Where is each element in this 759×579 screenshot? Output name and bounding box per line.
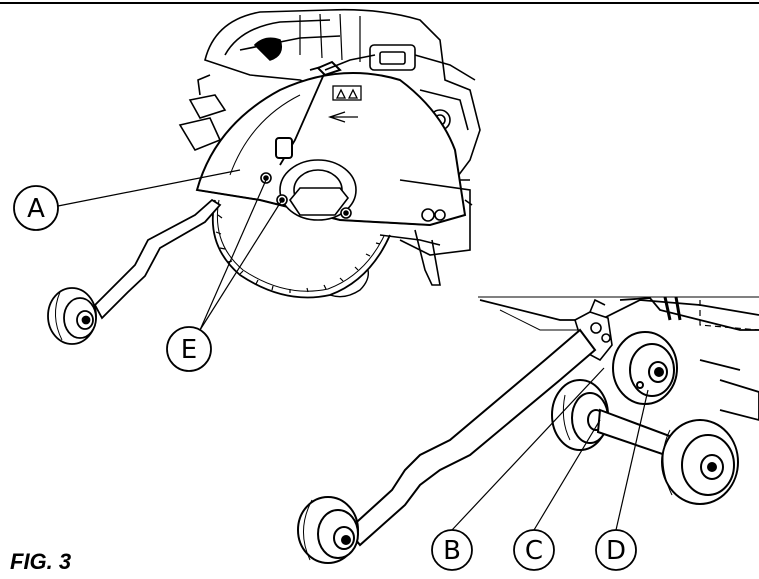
pointer-arm-detail (346, 328, 597, 547)
callout-d-label: D (606, 536, 626, 566)
warning-labels (327, 85, 362, 123)
pointer-arm-top (93, 198, 222, 320)
detail-frame (478, 296, 759, 421)
leader-d (615, 389, 649, 531)
frame-right (379, 179, 473, 286)
leader-a (57, 169, 241, 207)
guide-wheel-detail (297, 496, 359, 564)
leader-c (533, 419, 601, 531)
callout-d: D (595, 529, 637, 571)
callout-a: A (13, 185, 59, 231)
leader-b (451, 367, 605, 531)
callout-c: C (513, 529, 555, 571)
leader-e-1 (199, 179, 267, 331)
guide-wheel-top (47, 287, 97, 345)
rear-wheel-right (661, 419, 739, 505)
callout-a-label: A (27, 194, 45, 224)
callout-e: E (166, 326, 212, 372)
arbor-flange (260, 159, 357, 221)
callout-b: B (431, 529, 473, 571)
leader-lines (57, 169, 649, 531)
leader-e-2 (199, 199, 283, 331)
top-rule (0, 2, 759, 4)
callout-c-label: C (525, 536, 543, 566)
rear-wheel-mid (551, 379, 609, 451)
callout-b-label: B (443, 536, 461, 566)
figure-caption: FIG. 3 (10, 549, 72, 574)
callout-e-label: E (181, 335, 197, 365)
rear-wheel-large (612, 331, 678, 405)
